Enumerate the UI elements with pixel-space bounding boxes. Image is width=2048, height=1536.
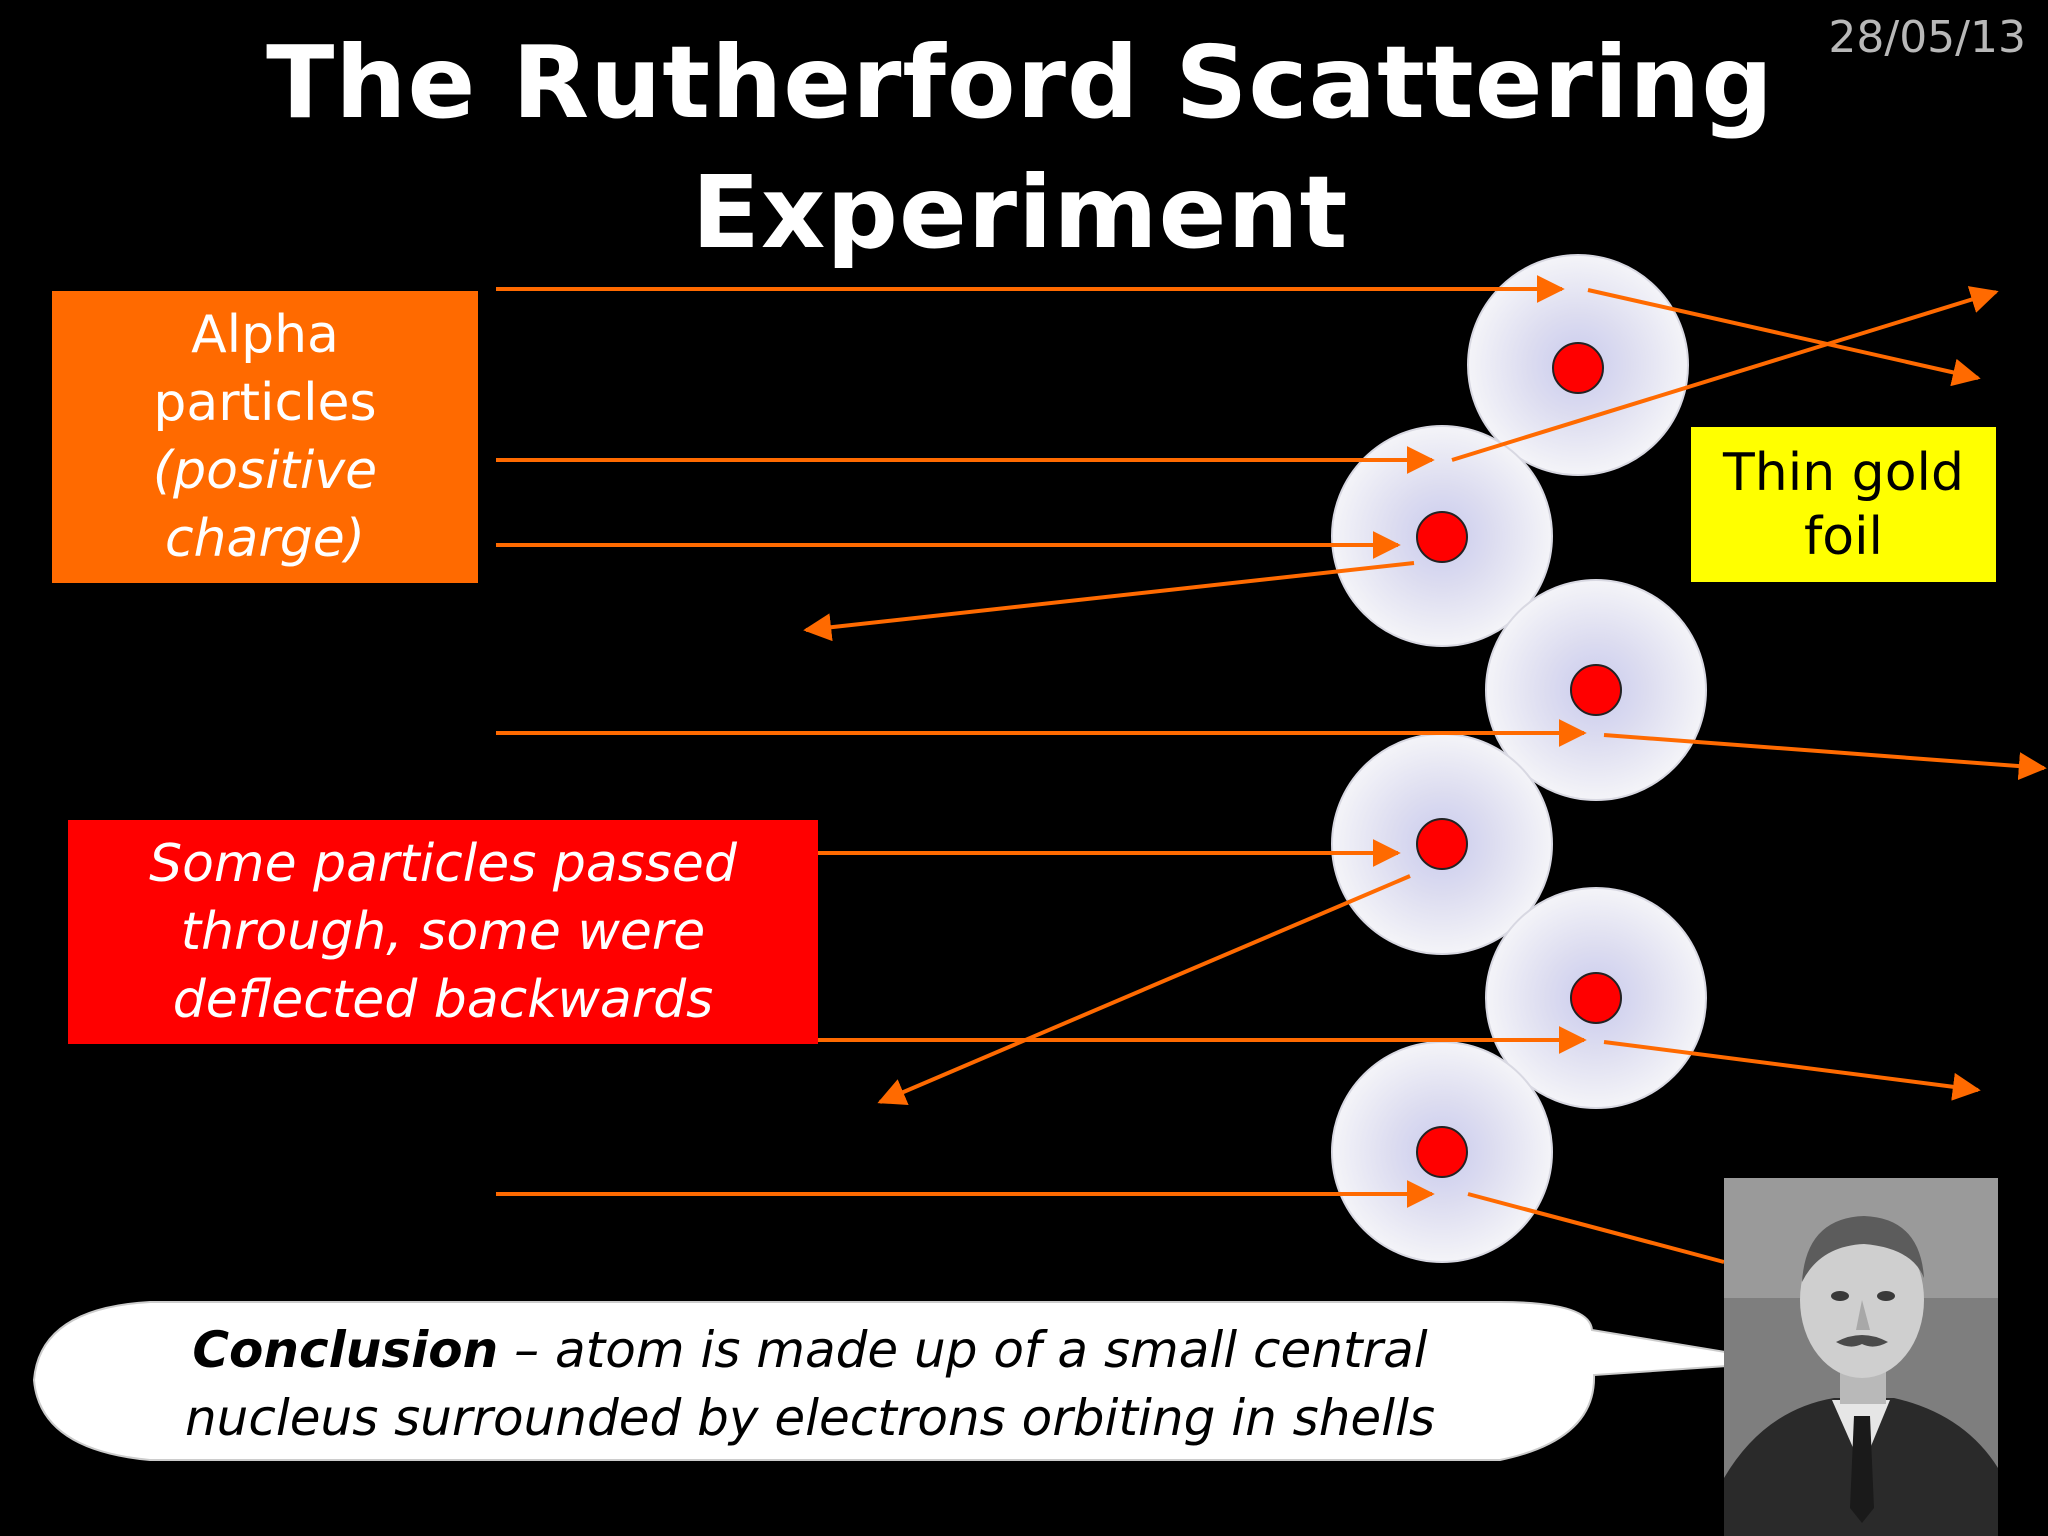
- atom: [1485, 887, 1707, 1109]
- portrait-photo: [1724, 1178, 1998, 1536]
- passed-line: through, some were: [180, 902, 706, 962]
- nucleus: [1570, 972, 1622, 1024]
- deflected-arrow: [1603, 1040, 1981, 1101]
- conclusion-heading: Conclusion: [192, 1321, 499, 1379]
- alpha-line: charge): [164, 509, 366, 569]
- alpha-line: (positive: [152, 441, 378, 501]
- atom: [1485, 579, 1707, 801]
- conclusion-line: nucleus surrounded by electrons orbiting…: [184, 1389, 1436, 1447]
- backscatter-arrow: [877, 874, 1411, 1105]
- conclusion-text: Conclusion – atom is made up of a small …: [40, 1300, 1580, 1468]
- atom: [1331, 1041, 1553, 1263]
- nucleus: [1416, 818, 1468, 870]
- conclusion-line: – atom is made up of a small central: [498, 1321, 1428, 1379]
- slide-title: The Rutherford Scattering Experiment: [266, 24, 1774, 271]
- conclusion-bubble: [32, 1301, 1787, 1461]
- alpha-particles-label: Alpha particles (positive charge): [52, 291, 478, 583]
- alpha-paths: [496, 275, 2047, 1264]
- gold-foil-line: Thin gold: [1723, 442, 1964, 503]
- nucleus: [1416, 1126, 1468, 1178]
- slide-date: 28/05/13: [1828, 12, 2026, 63]
- deflected-arrow: [1587, 288, 1981, 387]
- alpha-line: Alpha: [191, 305, 339, 365]
- backscatter-arrow: [803, 561, 1415, 642]
- gold-foil-line: foil: [1803, 506, 1883, 567]
- passed-through-label: Some particles passed through, some were…: [68, 820, 818, 1044]
- gold-atoms: [1331, 254, 1707, 1263]
- atom: [1331, 425, 1553, 647]
- gold-foil-label: Thin gold foil: [1691, 427, 1996, 582]
- person-portrait-icon: [1724, 1178, 1998, 1536]
- deflected-arrow: [1603, 733, 2047, 781]
- alpha-line: particles: [153, 373, 377, 433]
- deflected-arrow: [1467, 1192, 1725, 1264]
- nucleus: [1552, 342, 1604, 394]
- atom: [1467, 254, 1689, 476]
- atom: [1331, 733, 1553, 955]
- nucleus: [1416, 511, 1468, 563]
- passed-line: deflected backwards: [172, 970, 714, 1030]
- deflected-arrow: [1451, 286, 1999, 462]
- nucleus: [1570, 664, 1622, 716]
- passed-line: Some particles passed: [149, 834, 737, 894]
